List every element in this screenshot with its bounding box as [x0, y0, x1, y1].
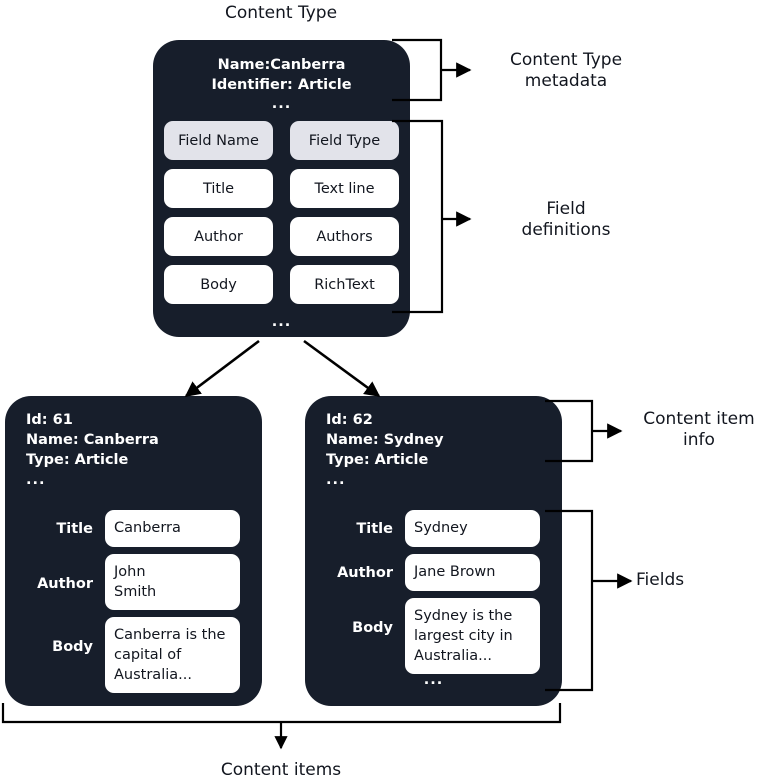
content-item-info: Id: 62 Name: Sydney Type: Article [326, 412, 444, 468]
content-type-metadata: Name:Canberra Identifier: Article [211, 57, 352, 93]
field-value: Canberra is the capital of Australia... [105, 617, 240, 693]
label-fields: Fields [636, 570, 685, 590]
field-row: Title Canberra [15, 510, 252, 547]
field-type-cell: RichText [290, 265, 399, 304]
field-label: Body [52, 639, 93, 655]
content-item-info-ellipsis: ... [326, 472, 346, 488]
field-type-cell: Authors [290, 217, 399, 256]
field-label: Author [337, 565, 393, 581]
label-content-items: Content items [220, 760, 342, 780]
column-header-field-name: Field Name [164, 121, 273, 160]
page-title: Content Type [224, 3, 338, 23]
content-item-bottom-ellipsis: ... [423, 672, 444, 688]
field-value: Sydney [405, 510, 540, 547]
content-item-card: Id: 61 Name: Canberra Type: Article ... … [5, 396, 262, 706]
field-value: Sydney is the largest city in Australia.… [405, 598, 540, 674]
label-content-type-metadata: Content Type metadata [509, 50, 623, 91]
field-value: Jane Brown [405, 554, 540, 591]
field-label: Title [56, 521, 93, 537]
content-item-card: Id: 62 Name: Sydney Type: Article ... Ti… [305, 396, 562, 706]
label-field-definitions: Field definitions [521, 199, 611, 240]
content-type-bottom-ellipsis: ... [271, 314, 292, 330]
arrow-to-content-item-1 [184, 339, 260, 398]
field-label: Body [352, 620, 393, 636]
column-header-field-type: Field Type [290, 121, 399, 160]
field-row: Author Jane Brown [315, 554, 552, 591]
field-value: John Smith [105, 554, 240, 610]
content-item-fields: Title Canberra Author John Smith Body Ca… [15, 510, 252, 700]
field-name-cell: Title [164, 169, 273, 208]
content-item-bottom-ellipsis: ... [123, 672, 144, 688]
field-row: Author John Smith [15, 554, 252, 610]
field-name-cell: Body [164, 265, 273, 304]
content-type-metadata-ellipsis: ... [271, 96, 292, 112]
arrow-to-content-item-2 [303, 339, 381, 398]
label-content-item-info: Content item info [643, 409, 755, 450]
content-item-fields: Title Sydney Author Jane Brown Body Sydn… [315, 510, 552, 681]
field-name-cell: Author [164, 217, 273, 256]
field-label: Author [37, 576, 93, 592]
field-label: Title [356, 521, 393, 537]
content-item-info: Id: 61 Name: Canberra Type: Article [26, 412, 159, 468]
field-row: Body Sydney is the largest city in Austr… [315, 598, 552, 674]
content-type-card: Name:Canberra Identifier: Article ... Fi… [153, 40, 410, 337]
field-row: Title Sydney [315, 510, 552, 547]
field-value: Canberra [105, 510, 240, 547]
field-row: Body Canberra is the capital of Australi… [15, 617, 252, 693]
field-definitions-grid: Field Name Field Type Title Text line Au… [164, 121, 399, 304]
content-item-info-ellipsis: ... [26, 472, 46, 488]
field-type-cell: Text line [290, 169, 399, 208]
